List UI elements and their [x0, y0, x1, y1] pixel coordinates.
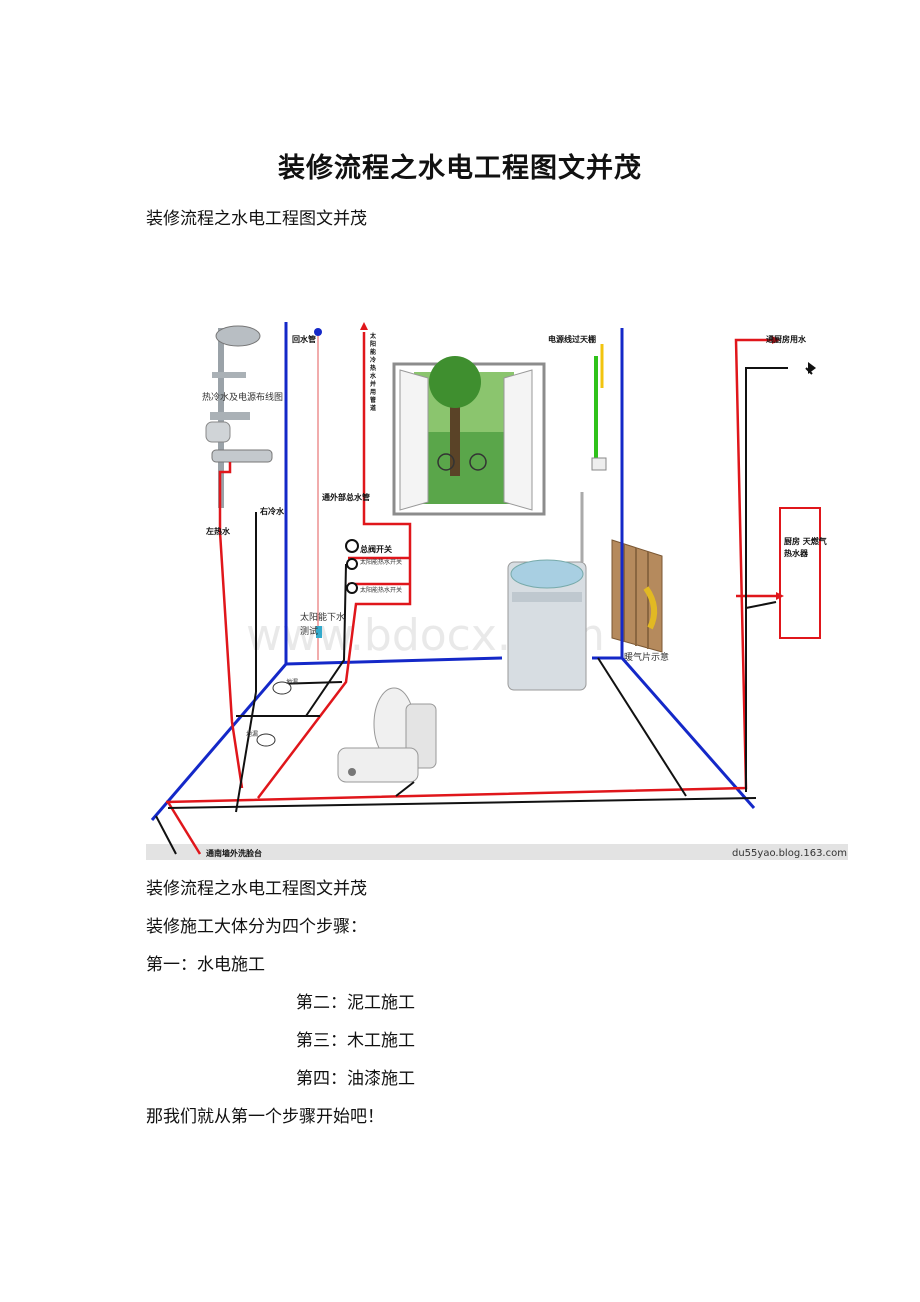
washing-machine-icon — [507, 492, 587, 691]
floor-drain-2 — [256, 733, 276, 747]
plumbing-diagram: www.bdocx.com 热冷水及电源布线图 暖气片示意 — [146, 312, 848, 862]
doc-title: 装修流程之水电工程图文并茂 — [278, 153, 642, 184]
label-kitchen-heater-1: 厨房 天燃气 — [784, 536, 827, 546]
floor-drain-1 — [272, 681, 292, 695]
return-pipe-node — [314, 328, 322, 336]
red-arrow-up — [360, 322, 368, 330]
label-kitchen-water: 通厨房用水 — [766, 334, 807, 344]
label-left-hot: 左热水 — [205, 526, 231, 536]
label-kitchen-heater-2: 热水器 — [784, 548, 809, 558]
figure-caption: 装修流程之水电工程图文并茂 — [146, 879, 367, 899]
step-3: 第三：木工施工 — [296, 1031, 415, 1051]
label-solar-char: 阳 — [370, 340, 376, 348]
step-1: 第一：水电施工 — [146, 955, 265, 975]
label-solar-char: 并 — [370, 380, 376, 388]
label-solar-switch: 太阳能热水开关 — [360, 558, 402, 566]
label-solar-drain: 太阳能下水 — [300, 611, 345, 623]
test-valve — [316, 626, 322, 638]
drain-lines — [155, 367, 813, 855]
credit-bar — [146, 844, 848, 860]
black-arrow-kitchen — [808, 362, 816, 374]
step-4: 第四：油漆施工 — [296, 1069, 415, 1089]
label-source: du55yao.blog.163.com — [732, 848, 847, 859]
label-solar-char: 能 — [370, 348, 376, 356]
cold-water-lines — [150, 322, 756, 821]
label-floor-drain-1: 地漏 — [286, 678, 298, 686]
label-solar-char: 热 — [370, 364, 376, 372]
label-power-line: 电源线过天棚 — [548, 334, 596, 344]
label-right-cold: 右冷水 — [259, 506, 285, 516]
closing-text: 那我们就从第一个步骤开始吧！ — [146, 1107, 384, 1127]
label-outside-main: 通外部总水管 — [322, 492, 370, 502]
doc-subtitle: 装修流程之水电工程图文并茂 — [146, 209, 367, 229]
label-solar-hot-switch: 太阳能热水开关 — [360, 586, 402, 594]
label-solar-char: 道 — [370, 404, 376, 412]
label-floor-drain-2: 地漏 — [246, 730, 258, 738]
label-south-basin: 通南墙外洗脸台 — [206, 848, 262, 858]
step-2: 第二：泥工施工 — [296, 993, 415, 1013]
solar-switch-valve — [346, 558, 358, 570]
label-hot-cold: 热冷水及电源布线图 — [202, 391, 283, 403]
label-solar-char: 太 — [369, 332, 377, 340]
power-line — [591, 344, 607, 471]
kitchen-heater-box — [779, 507, 821, 639]
intro-text: 装修施工大体分为四个步骤： — [146, 917, 367, 937]
label-solar-char: 冷 — [370, 356, 376, 364]
label-return-pipe: 回水管 — [292, 334, 316, 344]
label-solar-char: 水 — [370, 372, 377, 380]
label-main-switch: 总阀开关 — [360, 544, 392, 554]
red-arrow-heater — [776, 592, 784, 600]
hot-water-lines — [165, 332, 776, 855]
radiator-icon — [611, 539, 663, 653]
label-solar-char: 用 — [369, 389, 376, 396]
window-icon — [392, 356, 546, 516]
red-arrow-right — [772, 336, 780, 344]
label-solar-char: 管 — [370, 396, 376, 404]
label-radiator: 暖气片示意 — [624, 651, 669, 663]
main-switch-valve — [345, 539, 359, 553]
shower-icon — [205, 325, 273, 508]
toilet-icon — [337, 687, 437, 783]
label-test-valve: 测试 — [300, 625, 318, 637]
solar-hot-switch-valve — [346, 582, 358, 594]
